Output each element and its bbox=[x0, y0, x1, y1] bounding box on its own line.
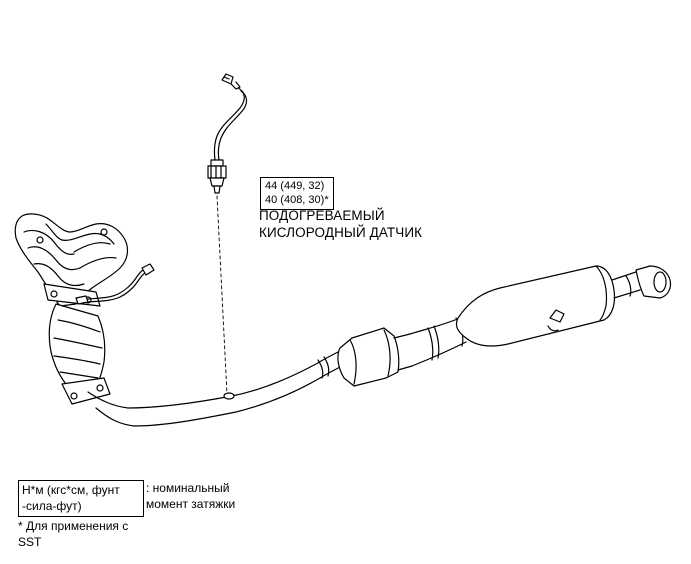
legend-unit-line2: -сила-фут) bbox=[22, 499, 82, 513]
sst-footnote-line2: SST bbox=[18, 535, 42, 549]
part-label: ПОДОГРЕВАЕМЫЙ КИСЛОРОДНЫЙ ДАТЧИК bbox=[259, 207, 422, 241]
part-label-line2: КИСЛОРОДНЫЙ ДАТЧИК bbox=[259, 225, 423, 240]
torque-spec-box: 44 (449, 32) 40 (408, 30)* bbox=[260, 177, 334, 210]
front-pipe-illustration bbox=[87, 349, 347, 427]
exhaust-manifold-illustration bbox=[14, 213, 155, 405]
part-label-line1: ПОДОГРЕВАЕМЫЙ bbox=[259, 208, 385, 223]
sst-footnote: * Для применения с SST bbox=[18, 518, 128, 550]
assembly-guide-line bbox=[216, 195, 228, 395]
legend-description: : номинальный момент затяжки bbox=[146, 480, 235, 512]
legend-desc-line2: момент затяжки bbox=[146, 497, 236, 511]
legend-desc-line1: : номинальный bbox=[146, 481, 230, 495]
muffler-illustration bbox=[455, 265, 616, 347]
legend-unit-box: Н*м (кгс*см, фунт -сила-фут) bbox=[18, 480, 144, 517]
oxygen-sensor-illustration bbox=[207, 73, 248, 194]
tail-pipe-illustration bbox=[611, 265, 672, 299]
legend-unit-line1: Н*м (кгс*см, фунт bbox=[22, 483, 120, 497]
torque-value-standard: 44 (449, 32) bbox=[265, 180, 325, 192]
catalytic-converter-illustration bbox=[337, 327, 413, 387]
sst-footnote-line1: * Для применения с bbox=[18, 519, 129, 533]
torque-value-sst: 40 (408, 30)* bbox=[265, 194, 329, 206]
